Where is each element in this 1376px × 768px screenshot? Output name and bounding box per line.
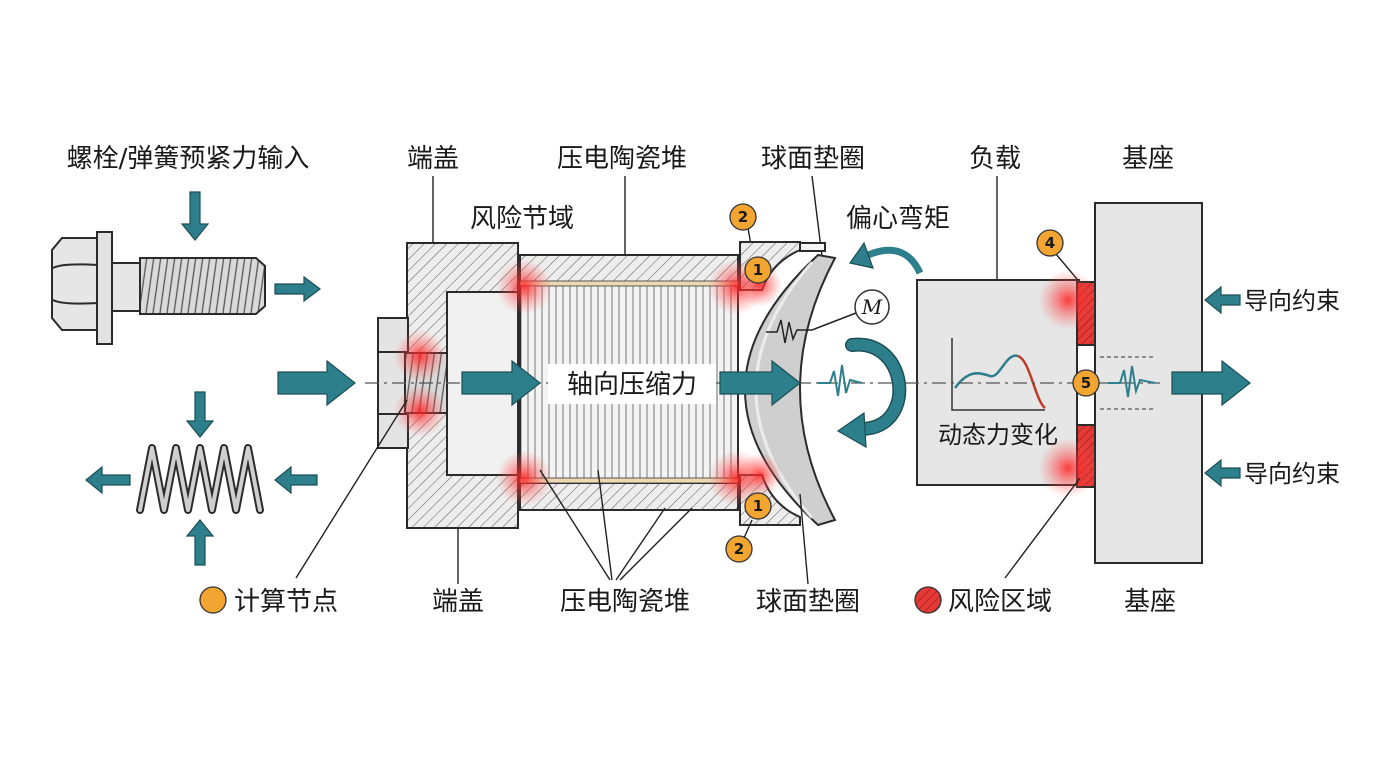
- svg-text:2: 2: [738, 208, 748, 226]
- calc-node: 2: [729, 203, 757, 231]
- bolt-input-down-arrow: [180, 191, 210, 241]
- risk-node-domain-label: 风险节域: [470, 204, 574, 234]
- axial-force-label-box: [548, 364, 716, 404]
- axial-force-label: 轴向压缩力: [567, 370, 697, 400]
- calc-node: 1: [744, 256, 772, 284]
- spring: [136, 444, 264, 514]
- svg-text:1: 1: [753, 261, 763, 279]
- spherical-washer-top-label: 球面垫圈: [761, 144, 865, 174]
- moment-symbol: M: [854, 289, 890, 325]
- calc-node: 5: [1072, 369, 1100, 397]
- svg-text:5: 5: [1081, 374, 1091, 392]
- piezo-stack-bottom-label: 压电陶瓷堆: [560, 587, 690, 617]
- end-cap-top-label: 端盖: [407, 144, 459, 174]
- dynamic-force-label: 动态力变化: [938, 421, 1058, 449]
- bolt-spring-input-label: 螺栓/弹簧预紧力输入: [67, 144, 310, 174]
- svg-text:4: 4: [1045, 234, 1055, 252]
- spring-left-out-arrow: [85, 465, 131, 495]
- load-top-label: 负载: [969, 144, 1021, 174]
- guide-lower-arrow: [1204, 458, 1241, 488]
- dynamic-force-chart-axes: [951, 338, 1045, 411]
- legend-node-label: 计算节点: [234, 587, 338, 617]
- spring-up-arrow: [185, 519, 215, 566]
- cap-force-arrow: [461, 359, 541, 407]
- svg-text:1: 1: [753, 497, 763, 515]
- eccentric-moment-label: 偏心弯矩: [846, 204, 950, 234]
- legend-risk-swatch: [914, 586, 942, 614]
- guide-upper-label: 导向约束: [1244, 287, 1340, 315]
- legend-node-swatch: [199, 586, 227, 614]
- end-cap-bottom-label: 端盖: [432, 587, 484, 617]
- moment-symbol-text: M: [861, 295, 883, 319]
- spherical-washer-bottom-label: 球面垫圈: [756, 587, 860, 617]
- base-top-label: 基座: [1122, 144, 1174, 174]
- rotation-moment-arrow: [836, 337, 907, 449]
- base-output-arrow: [1171, 359, 1251, 407]
- spring-down-arrow: [185, 391, 215, 438]
- calc-node: 2: [725, 535, 753, 563]
- guide-lower-label: 导向约束: [1244, 460, 1340, 488]
- stack-output-arrow: [719, 359, 801, 407]
- bottom-leader-lines: [295, 399, 1081, 585]
- base-signal-wave: [1108, 365, 1156, 398]
- dynamic-force-curve-rise: [953, 354, 1019, 389]
- guide-upper-arrow: [1204, 285, 1241, 315]
- spring-left-in-arrow: [274, 465, 318, 495]
- calc-node: 4: [1036, 229, 1064, 257]
- eccentric-moment-arrow: [848, 241, 924, 275]
- dynamic-force-curve-fall: [1017, 354, 1046, 409]
- input-force-arrow: [277, 359, 356, 407]
- piezo-stack-top-label: 压电陶瓷堆: [557, 144, 687, 174]
- base-bottom-label: 基座: [1124, 587, 1176, 617]
- washer-signal-wave: [818, 364, 863, 397]
- svg-text:2: 2: [734, 540, 744, 558]
- moment-signal-wave: [766, 312, 857, 344]
- bolt: [51, 231, 266, 345]
- legend-risk-label: 风险区域: [948, 587, 1052, 617]
- calc-node: 1: [744, 492, 772, 520]
- bolt-output-right-arrow: [274, 275, 321, 303]
